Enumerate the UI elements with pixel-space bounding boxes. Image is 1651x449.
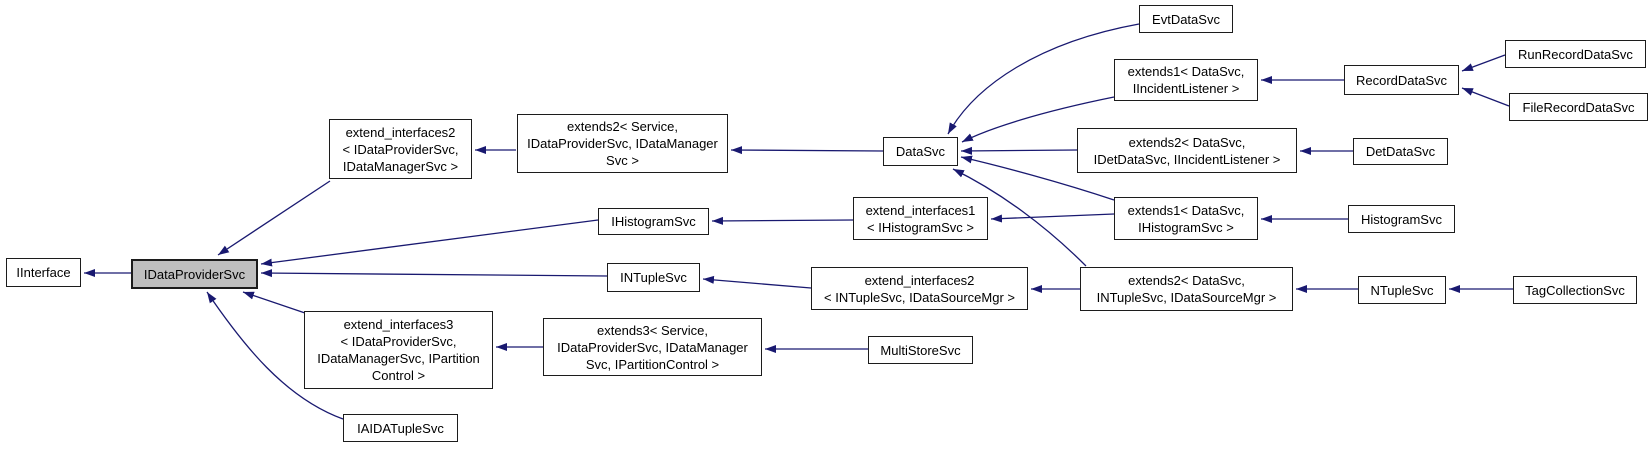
node-label: EvtDataSvc [1152,11,1220,27]
node-label: extend_interfaces2 < INTupleSvc, IDataSo… [824,272,1015,305]
node-label: MultiStoreSvc [880,342,961,358]
node-datasvc[interactable]: DataSvc [883,137,958,166]
node-extends1-incident[interactable]: extends1< DataSvc, IIncidentListener > [1114,59,1258,101]
node-extend-interfaces2-dp[interactable]: extend_interfaces2 < IDataProviderSvc, I… [329,119,472,179]
node-extend-interfaces3-dp[interactable]: extend_interfaces3 < IDataProviderSvc, I… [304,311,493,389]
node-ntuplesvc[interactable]: NTupleSvc [1358,276,1446,304]
node-detdatasvc[interactable]: DetDataSvc [1353,138,1448,165]
edge-extends2-det-to-datasvc [960,146,1078,155]
edge-extends1-histo-to-datasvc [960,155,1115,201]
node-label: FileRecordDataSvc [1522,99,1635,115]
node-tagcollectionsvc[interactable]: TagCollectionSvc [1513,276,1637,304]
edge-extend-interfaces2-dp-to-idataprovidersvc [217,180,331,256]
node-runrecorddatasvc[interactable]: RunRecordDataSvc [1505,40,1646,68]
node-multistoresvc[interactable]: MultiStoreSvc [868,336,973,364]
edge-filerecorddatasvc-to-recorddatasvc [1461,87,1510,107]
node-extends2-ntuple[interactable]: extends2< DataSvc, INTupleSvc, IDataSour… [1080,267,1293,311]
node-label: DetDataSvc [1365,144,1436,159]
node-extends2-service-dp[interactable]: extends2< Service, IDataProviderSvc, IDa… [517,114,728,173]
edge-runrecorddatasvc-to-recorddatasvc [1461,54,1506,72]
node-label: extends2< DataSvc, INTupleSvc, IDataSour… [1096,273,1277,305]
node-intuplesvc[interactable]: INTupleSvc [607,263,700,292]
node-label: extend_interfaces1 < IHistogramSvc > [865,202,976,235]
node-extends1-histo[interactable]: extends1< DataSvc, IHistogramSvc > [1114,197,1258,240]
edge-evtdatasvc-to-datasvc [947,23,1140,135]
node-label: IHistogramSvc [611,214,696,229]
node-label: extend_interfaces2 < IDataProviderSvc, I… [342,124,459,174]
edge-iaidatuplesvc-to-idataprovidersvc [206,291,344,420]
node-label: NTupleSvc [1370,282,1434,298]
node-label: TagCollectionSvc [1525,282,1625,298]
node-label: RunRecordDataSvc [1518,46,1633,62]
node-label: extends3< Service, IDataProviderSvc, IDa… [557,322,748,372]
edge-extends2-ntuple-to-datasvc [952,168,1087,267]
node-label: IInterface [16,265,71,280]
edge-datasvc-to-extends2-service [730,146,884,155]
edge-intuplesvc-to-idataprovidersvc [260,269,608,278]
node-iaidatuplesvc[interactable]: IAIDATupleSvc [343,414,458,442]
edge-extend-interfaces2-ntuple-to-intuplesvc [702,275,812,289]
node-idataprovidersvc[interactable]: IDataProviderSvc [131,259,258,289]
node-extend-interfaces1-histo[interactable]: extend_interfaces1 < IHistogramSvc > [853,197,988,240]
node-histogramsvc[interactable]: HistogramSvc [1348,205,1455,233]
node-label: extend_interfaces3 < IDataProviderSvc, I… [317,317,480,383]
node-iinterface[interactable]: IInterface [6,258,81,287]
edge-extends1-histo-to-extend-interfaces1-histo [990,213,1115,223]
node-label: DataSvc [895,144,946,159]
node-extends3-service[interactable]: extends3< Service, IDataProviderSvc, IDa… [543,318,762,376]
edge-extend-interfaces3-dp-to-idataprovidersvc [242,291,306,314]
node-label: RecordDataSvc [1355,72,1448,88]
node-label: extends2< DataSvc, IDetDataSvc, IInciden… [1093,134,1281,167]
node-extend-interfaces2-ntuple[interactable]: extend_interfaces2 < INTupleSvc, IDataSo… [811,267,1028,310]
edge-extend-interfaces1-histo-to-ihistogramsvc [711,216,854,225]
node-evtdatasvc[interactable]: EvtDataSvc [1139,5,1233,33]
node-ihistogramsvc[interactable]: IHistogramSvc [598,208,709,235]
node-filerecorddatasvc[interactable]: FileRecordDataSvc [1509,93,1648,121]
node-label: extends2< Service, IDataProviderSvc, IDa… [527,119,718,168]
node-recorddatasvc[interactable]: RecordDataSvc [1344,65,1459,95]
node-label: HistogramSvc [1361,211,1442,227]
node-label: extends1< DataSvc, IHistogramSvc > [1127,202,1245,235]
node-label: IAIDATupleSvc [357,420,444,436]
edge-extends1-incident-to-datasvc [961,96,1115,143]
edge-ihistogramsvc-to-idataprovidersvc [260,219,599,267]
node-extends2-det[interactable]: extends2< DataSvc, IDetDataSvc, IInciden… [1077,128,1297,173]
node-label: extends1< DataSvc, IIncidentListener > [1127,64,1245,96]
node-label: INTupleSvc [620,270,687,285]
node-label: IDataProviderSvc [143,266,246,282]
